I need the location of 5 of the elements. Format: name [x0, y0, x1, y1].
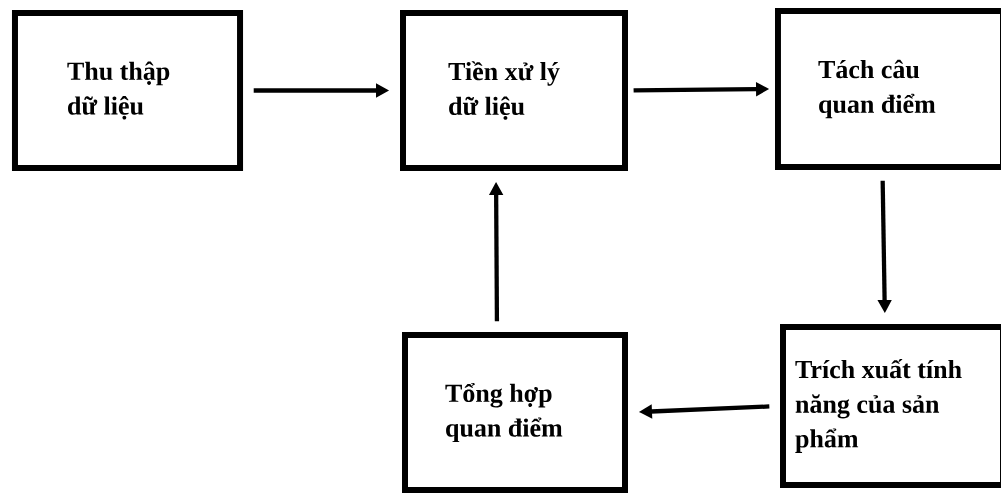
process-box: Tiền xử lý dữ liệu [400, 10, 628, 171]
process-box: Tách câu quan điểm [774, 8, 1001, 170]
process-box: Trích xuất tính năng của sản phẩm [780, 324, 1001, 488]
process-box: Thu thập dữ liệu [12, 10, 244, 171]
process-box: Tổng hợp quan điểm [402, 332, 628, 493]
